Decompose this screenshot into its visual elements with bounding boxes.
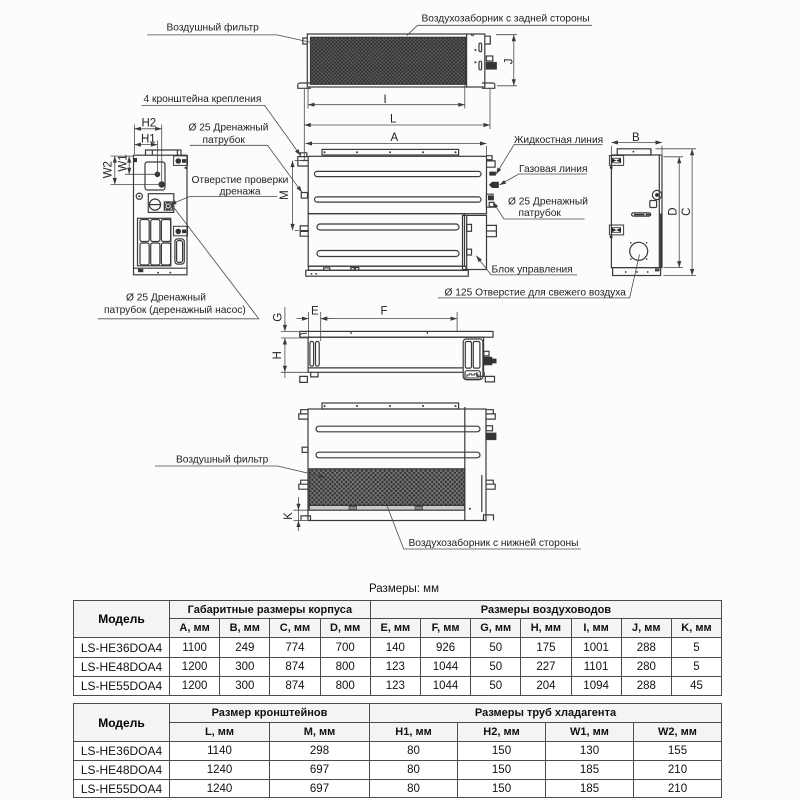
svg-text:4 кронштейна крепления: 4 кронштейна крепления <box>144 94 262 105</box>
svg-text:D: D <box>668 207 680 215</box>
svg-text:Воздушный фильтр: Воздушный фильтр <box>167 22 260 34</box>
svg-text:Блок управления: Блок управления <box>492 265 573 276</box>
svg-text:A: A <box>391 132 399 144</box>
svg-text:E: E <box>311 306 319 318</box>
svg-text:H1: H1 <box>141 133 156 145</box>
svg-text:K: K <box>283 512 295 520</box>
svg-text:Ø 25 Дренажный: Ø 25 Дренажный <box>189 123 269 134</box>
svg-text:F: F <box>381 306 388 318</box>
svg-text:M: M <box>279 190 291 200</box>
svg-text:H2: H2 <box>142 118 157 130</box>
svg-text:Воздухозаборник с задней сторо: Воздухозаборник с задней стороны <box>422 13 590 25</box>
svg-text:W2: W2 <box>103 161 115 178</box>
svg-text:дренажа: дренажа <box>220 187 261 198</box>
svg-text:W1: W1 <box>118 154 130 171</box>
svg-text:Воздухозаборник с нижней сторо: Воздухозаборник с нижней стороны <box>409 537 579 549</box>
svg-text:Ø 25 Дренажный: Ø 25 Дренажный <box>508 196 588 207</box>
svg-text:G: G <box>273 313 285 322</box>
svg-text:патрубок: патрубок <box>519 207 562 219</box>
svg-text:I: I <box>384 94 387 106</box>
svg-text:J: J <box>504 59 516 65</box>
svg-text:патрубок (деренажный насос): патрубок (деренажный насос) <box>104 304 246 316</box>
svg-text:Отверстие проверки: Отверстие проверки <box>192 175 289 186</box>
svg-text:Газовая линия: Газовая линия <box>519 164 588 175</box>
svg-text:B: B <box>632 132 640 144</box>
svg-text:Ø 25 Дренажный: Ø 25 Дренажный <box>126 293 206 304</box>
svg-text:патрубок: патрубок <box>203 134 246 146</box>
svg-text:L: L <box>390 113 397 125</box>
svg-text:Жидкостная линия: Жидкостная линия <box>514 135 603 146</box>
svg-text:C: C <box>681 207 693 215</box>
svg-text:Ø 125 Отверстие для свежего во: Ø 125 Отверстие для свежего воздуха <box>445 288 627 299</box>
svg-text:Воздушный фильтр: Воздушный фильтр <box>176 454 269 466</box>
svg-text:H: H <box>272 351 284 359</box>
